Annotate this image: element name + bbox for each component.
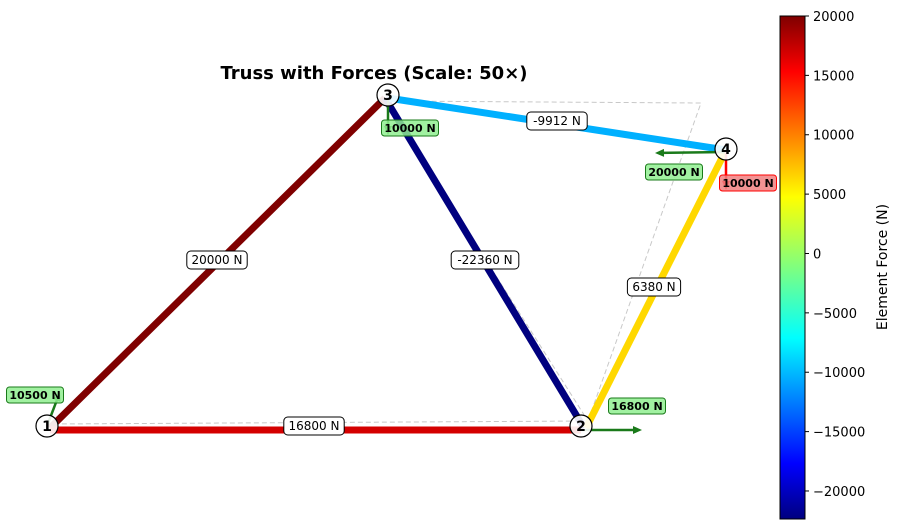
svg-text:-9912 N: -9912 N bbox=[533, 114, 581, 128]
force-label: 20000 N bbox=[648, 166, 699, 179]
member-force-label: -22360 N bbox=[450, 250, 520, 270]
node-label: 4 bbox=[721, 142, 731, 158]
colorbar: 20000 15000 10000 5000 0 −5000 −10000 −15000 −20… bbox=[779, 10, 891, 520]
applied-load-node-4: 10000 N bbox=[719, 152, 777, 192]
node-3: 3 bbox=[376, 83, 400, 107]
node-label: 3 bbox=[383, 88, 393, 104]
colorbar-tick-label: 5000 bbox=[813, 188, 846, 203]
colorbar-gradient bbox=[779, 15, 806, 520]
member-force-label: 16800 N bbox=[283, 416, 345, 436]
member-force-label: 20000 N bbox=[186, 250, 248, 270]
node-label: 1 bbox=[42, 419, 52, 435]
colorbar-tick-label: 15000 bbox=[813, 69, 854, 84]
force-label: 10000 N bbox=[384, 122, 435, 135]
svg-text:6380 N: 6380 N bbox=[632, 280, 675, 294]
colorbar-tick-label: −5000 bbox=[813, 307, 857, 322]
force-label: 10000 N bbox=[722, 177, 773, 190]
member-force-label: 6380 N bbox=[626, 277, 682, 297]
reaction-force-node-4: 20000 N bbox=[645, 148, 727, 181]
svg-text:-22360 N: -22360 N bbox=[457, 253, 512, 267]
colorbar-tick-label: −10000 bbox=[813, 366, 865, 381]
node-2: 2 bbox=[569, 414, 593, 438]
deformed-shape bbox=[49, 100, 702, 425]
colorbar-tick-label: 10000 bbox=[813, 129, 854, 144]
force-label: 10500 N bbox=[9, 389, 60, 402]
colorbar-tick-label: −15000 bbox=[813, 426, 865, 441]
colorbar-label: Element Force (N) bbox=[875, 204, 891, 330]
svg-text:16800 N: 16800 N bbox=[289, 419, 340, 433]
colorbar-tick-label: 0 bbox=[813, 247, 821, 262]
colorbar-tick-label: 20000 bbox=[813, 10, 854, 25]
force-label: 16800 N bbox=[611, 400, 662, 413]
svg-text:20000 N: 20000 N bbox=[192, 253, 243, 267]
member-force-label: -9912 N bbox=[526, 111, 588, 131]
node-1: 1 bbox=[35, 414, 59, 438]
node-label: 2 bbox=[576, 419, 586, 435]
node-4: 4 bbox=[714, 137, 738, 161]
plot-title: Truss with Forces (Scale: 50×) bbox=[220, 63, 527, 84]
reaction-force-node-3: 10000 N bbox=[381, 98, 439, 137]
colorbar-tick-label: −20000 bbox=[813, 485, 865, 500]
